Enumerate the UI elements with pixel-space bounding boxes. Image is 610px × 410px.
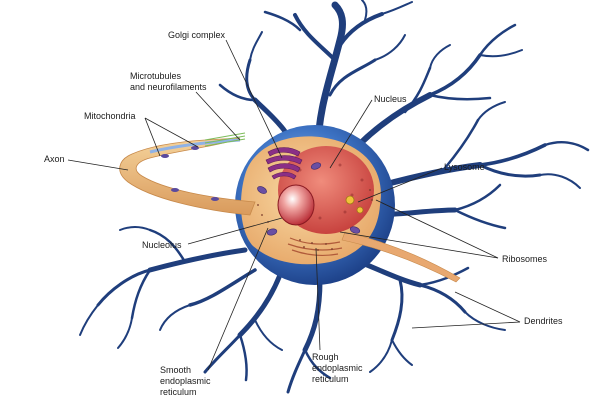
axon-extension (341, 231, 461, 283)
label-dendrites: Dendrites (524, 316, 563, 326)
label-rough-er: Rough endoplasmic reticulum (312, 352, 363, 384)
soma-mitochondria (257, 162, 361, 236)
golgi-shape (265, 147, 303, 180)
label-microtubules: Microtubules and neurofilaments (130, 71, 207, 92)
label-axon: Axon (44, 154, 65, 164)
label-smooth-er: Smooth endoplasmic reticulum (160, 365, 211, 397)
dendrites (79, 0, 590, 394)
label-golgi-complex: Golgi complex (168, 30, 226, 40)
label-nucleus: Nucleus (374, 94, 407, 104)
axon-mitochondria (161, 146, 219, 201)
label-nucleolus: Nucleolus (142, 240, 182, 250)
label-ribosomes: Ribosomes (502, 254, 548, 264)
leader-lines (67, 39, 521, 371)
lysosome-shapes (345, 195, 364, 214)
microtubule-fibers (204, 132, 246, 147)
label-lysosome: Lysosome (444, 162, 485, 172)
nucleolus-shape (277, 184, 315, 226)
rough-er-shape (287, 237, 343, 256)
axon-shape (119, 137, 256, 216)
label-mitochondria: Mitochondria (84, 111, 136, 121)
